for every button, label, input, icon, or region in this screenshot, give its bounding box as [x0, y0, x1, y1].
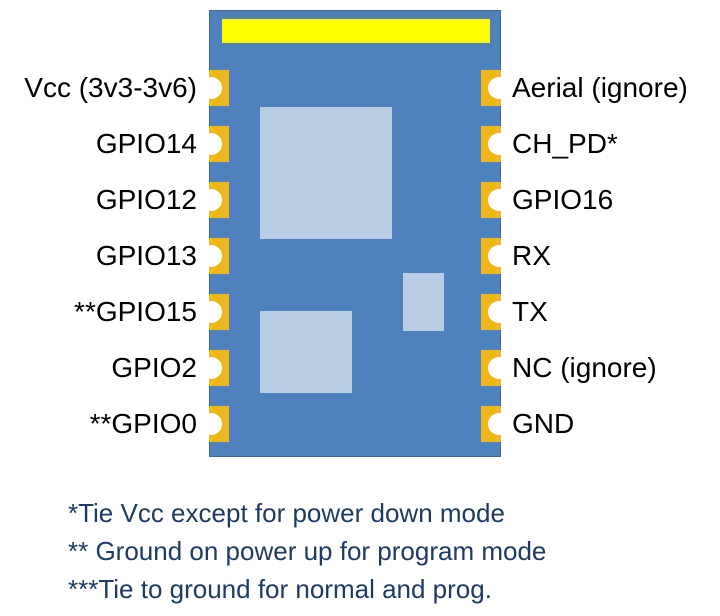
pin-label-tx: TX [512, 296, 548, 327]
pin-label-vcc: Vcc (3v3-3v6) [24, 72, 197, 103]
left-pad-7 [209, 406, 229, 442]
pin-label-gpio0: **GPIO0 [89, 408, 197, 439]
medium-chip [260, 311, 352, 393]
module-board [209, 10, 501, 457]
note-tie-ground: ***Tie to ground for normal and prog. [68, 574, 492, 604]
note-ch-pd: *Tie Vcc except for power down mode [68, 498, 505, 528]
pin-label-rx: RX [512, 240, 551, 271]
right-pad-1 [481, 70, 501, 106]
pin-label-gpio13: GPIO13 [95, 240, 197, 271]
pin-label-gnd: GND [512, 408, 575, 439]
right-pad-3 [481, 182, 501, 218]
notes: *Tie Vcc except for power down mode ** G… [68, 494, 546, 608]
pin-label-ch-pd: CH_PD* [512, 128, 618, 159]
pin-label-gpio12: GPIO12 [95, 184, 197, 215]
note-ground-program: ** Ground on power up for program mode [68, 536, 547, 566]
left-pad-4 [209, 238, 229, 274]
pin-label-gpio16: GPIO16 [512, 184, 614, 215]
right-pad-4 [481, 238, 501, 274]
left-pad-2 [209, 126, 229, 162]
pin-label-nc: NC (ignore) [512, 352, 657, 383]
right-pad-2 [481, 126, 501, 162]
left-pad-5 [209, 294, 229, 330]
pin-label-gpio15: **GPIO15 [74, 296, 197, 327]
small-chip [403, 273, 444, 331]
left-pad-3 [209, 182, 229, 218]
right-pad-6 [481, 350, 501, 386]
pin-label-gpio14: GPIO14 [95, 128, 197, 159]
right-pad-5 [481, 294, 501, 330]
silkscreen-bar [222, 19, 490, 43]
left-pad-1 [209, 70, 229, 106]
left-pad-6 [209, 350, 229, 386]
pin-label-gpio2: GPIO2 [111, 352, 197, 383]
pin-label-aerial: Aerial (ignore) [512, 72, 688, 103]
right-pad-7 [481, 406, 501, 442]
large-chip [260, 107, 392, 239]
